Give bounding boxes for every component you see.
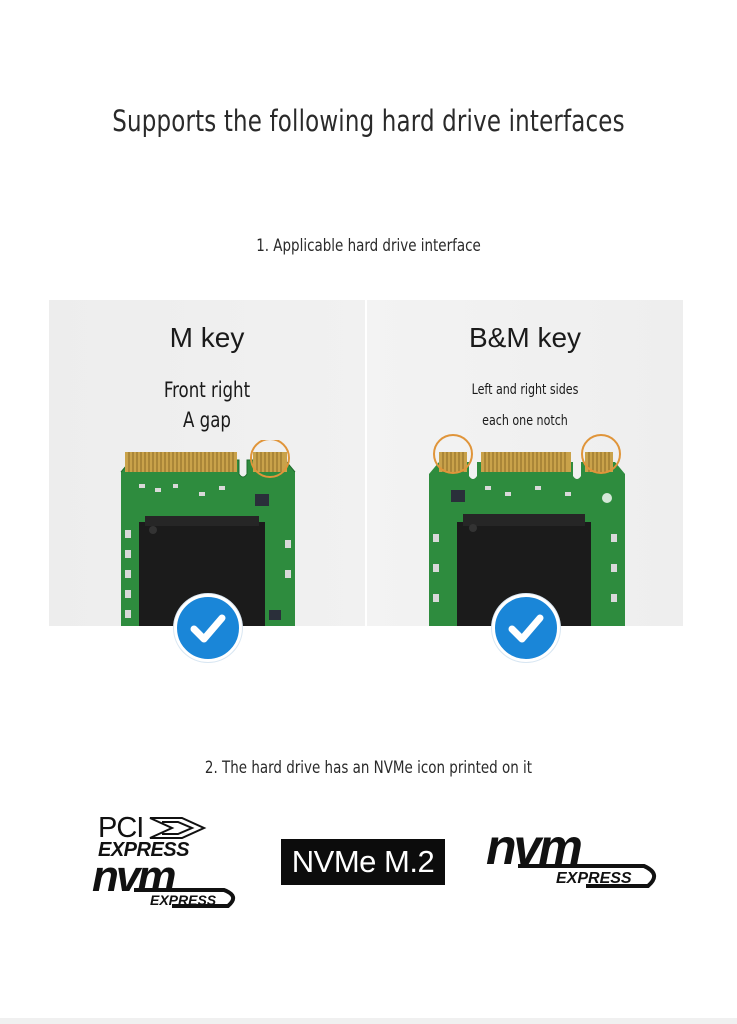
bottom-divider — [0, 1018, 737, 1024]
m-key-line-2: A gap — [183, 408, 231, 432]
nvm-large-swoosh-icon — [518, 864, 656, 888]
m-key-line-1: Front right — [163, 378, 251, 402]
section-1-label: 1. Applicable hard drive interface — [256, 236, 481, 256]
m-key-check-icon — [174, 594, 242, 662]
bm-key-check-icon — [492, 594, 560, 662]
pci-arrows-icon — [149, 817, 207, 839]
pci-express-nvm-logo: PCI EXPRESS nvm EXPRESS — [92, 812, 252, 912]
m-key-title: M key — [169, 322, 245, 353]
bm-key-line-2: each one notch — [482, 413, 568, 429]
bm-key-line-1: Left and right sides — [471, 382, 579, 398]
nvm-large-express-text: EXPRESS — [556, 870, 632, 887]
bm-key-card: B&M key Left and right sides each one no… — [367, 300, 683, 626]
page-title: Supports the following hard drive interf… — [112, 104, 625, 138]
nvm-large-text: nvm — [486, 819, 583, 875]
pci-text: PCI — [98, 812, 144, 844]
bm-key-ssd-image — [429, 434, 625, 626]
section-2-label: 2. The hard drive has an NVMe icon print… — [204, 758, 533, 778]
bm-key-title: B&M key — [468, 322, 582, 353]
nvme-m2-badge: NVMe M.2 — [281, 839, 445, 885]
nvm-express-logo: nvm EXPRESS — [486, 822, 666, 892]
m-key-card: M key Front right A gap — [49, 300, 365, 626]
pci-express-text: EXPRESS — [98, 839, 189, 861]
nvm-small-swoosh-icon — [134, 888, 236, 908]
nvm-small-express-text: EXPRESS — [150, 892, 217, 908]
m-key-ssd-image — [120, 440, 296, 626]
